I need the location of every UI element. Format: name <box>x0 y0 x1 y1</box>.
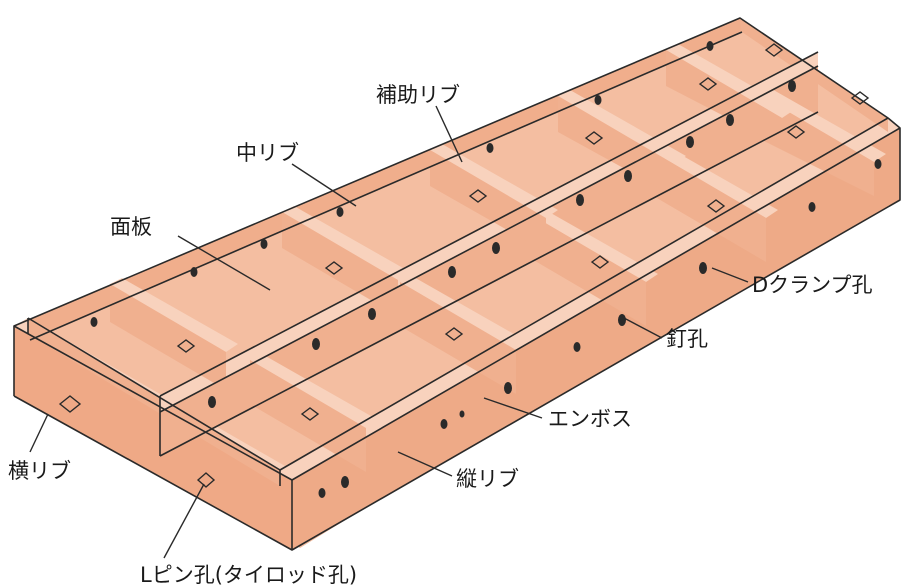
back-wall-holes <box>90 41 714 327</box>
center-rib-holes <box>208 80 796 408</box>
leader-vertical-rib <box>397 451 453 477</box>
transverse-ribs-front <box>250 88 886 472</box>
transverse-ribs-back <box>110 44 794 390</box>
steel-form-panel <box>13 17 901 551</box>
callout-labels: 補助リブ 中リブ 面板 Dクランプ孔 釘孔 エンボス 縦リブ 横リブ Lピン孔(… <box>8 83 873 587</box>
leader-auxiliary-rib <box>435 105 463 163</box>
near-end-inner-face <box>28 318 280 486</box>
label-emboss: エンボス <box>548 407 632 431</box>
leader-nail-hole <box>623 317 663 339</box>
label-auxiliary-rib: 補助リブ <box>376 83 460 107</box>
panel-outline <box>13 17 901 551</box>
vertical-rib-holes <box>318 159 882 498</box>
label-face-plate: 面板 <box>110 215 152 239</box>
leader-face-plate <box>177 235 271 291</box>
leader-emboss <box>483 397 543 419</box>
label-middle-rib: 中リブ <box>236 141 299 165</box>
leader-lines <box>29 105 749 559</box>
l-pin-holes <box>58 43 870 488</box>
label-vertical-rib: 縦リブ <box>456 467 519 491</box>
label-nail-hole: 釘孔 <box>666 327 708 351</box>
label-l-pin-hole: Lピン孔(タイロッド孔) <box>140 563 357 587</box>
horizontal-rib-outer-face <box>14 326 292 550</box>
label-d-clamp-hole: Dクランプ孔 <box>752 273 873 297</box>
label-horizontal-rib: 横リブ <box>8 459 71 483</box>
leader-d-clamp-hole <box>711 267 749 283</box>
leader-horizontal-rib <box>29 413 49 453</box>
leader-l-pin-hole <box>163 483 205 559</box>
leader-middle-rib <box>291 163 357 207</box>
